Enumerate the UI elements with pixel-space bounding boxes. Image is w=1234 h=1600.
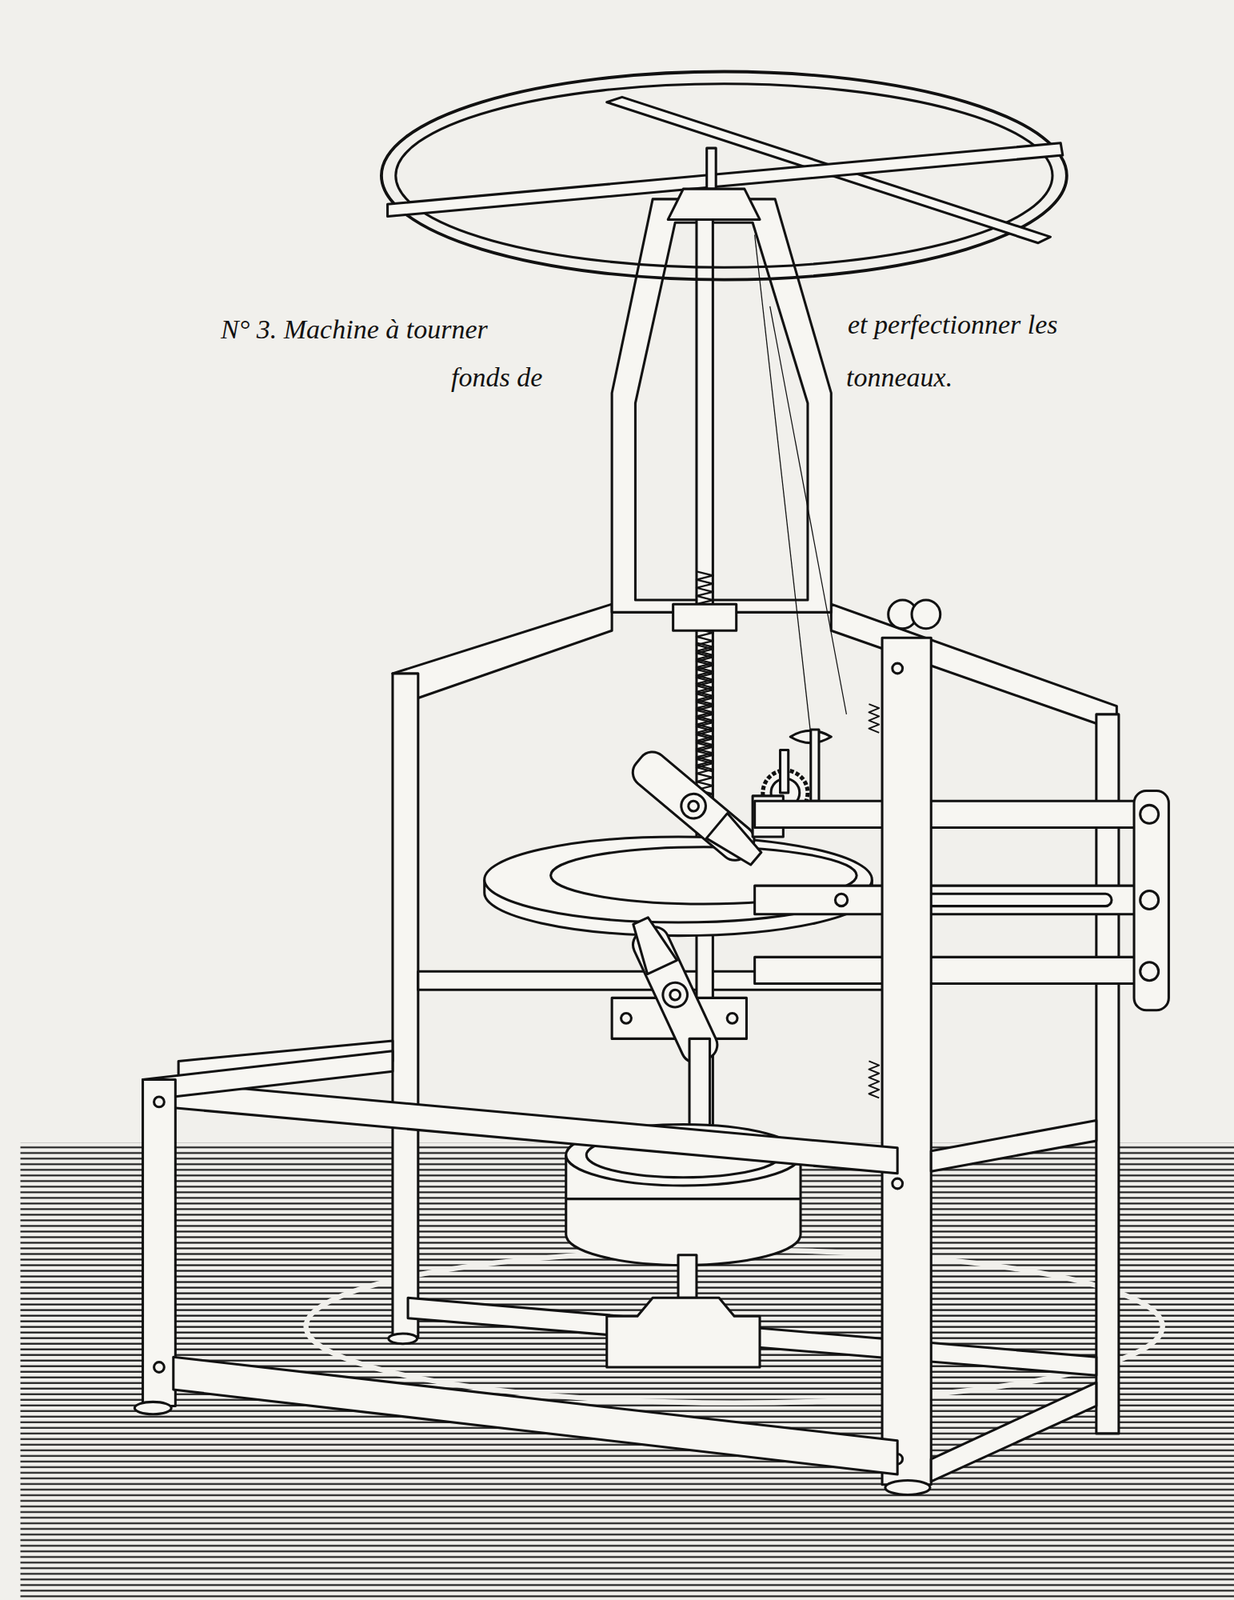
machine-part	[810, 729, 819, 801]
machine-part	[706, 147, 716, 189]
machine-part	[173, 1356, 898, 1474]
machine-part	[676, 788, 711, 823]
machine-part	[834, 893, 847, 906]
machine-part	[667, 188, 760, 220]
machine-part	[1140, 962, 1159, 981]
machine-part	[930, 1119, 1097, 1171]
machine-part	[726, 1013, 738, 1024]
machine-part	[154, 1361, 165, 1373]
machine-part	[381, 71, 1067, 280]
machine-part	[930, 1381, 1097, 1482]
machine-part	[868, 1060, 879, 1098]
machine-part	[754, 800, 1163, 827]
machine-part	[885, 1480, 931, 1495]
machine-part	[918, 893, 1112, 906]
machine-part	[673, 603, 737, 631]
machine-part	[143, 1050, 393, 1097]
machine-part	[392, 673, 419, 1337]
machine-part	[143, 1078, 899, 1173]
machine-part	[392, 603, 612, 698]
title-fragment: fonds de	[447, 361, 546, 393]
title-fragment: tonneaux.	[842, 361, 956, 393]
machine-part	[1134, 790, 1169, 1011]
machine-part	[388, 1333, 418, 1344]
machine-part	[621, 1013, 632, 1024]
machine-part	[607, 1297, 760, 1367]
machine-part	[911, 599, 941, 629]
machine-part	[868, 703, 879, 733]
machine-part	[143, 1078, 176, 1406]
machine-part	[626, 746, 768, 873]
machine-part	[20, 71, 1234, 1600]
machine-part	[566, 1197, 801, 1200]
machine-part	[1140, 804, 1159, 823]
machine-part	[1140, 890, 1159, 909]
machine-part	[154, 1096, 165, 1107]
machine-part	[754, 956, 1163, 983]
machine-part	[892, 662, 903, 674]
machine-part	[754, 235, 811, 735]
machine-part	[611, 199, 831, 612]
machine-part	[134, 1401, 172, 1414]
machine-part	[892, 1178, 903, 1189]
title-fragment: N° 3. Machine à tourner	[217, 313, 492, 345]
machine-part	[780, 750, 789, 794]
machine-part	[686, 798, 701, 814]
machine-part	[830, 603, 1117, 731]
machine-part	[658, 978, 692, 1011]
machine-part	[754, 885, 1163, 915]
machine-part	[626, 913, 678, 974]
title-fragment: et perfectionner les	[844, 308, 1061, 340]
machine-part	[770, 306, 847, 715]
machine-part	[306, 1249, 1163, 1402]
machine-part	[882, 637, 931, 1484]
machine-part	[668, 987, 683, 1002]
machine-part	[407, 1297, 1097, 1375]
machine-part	[20, 1142, 1234, 1599]
machine-part	[678, 1254, 697, 1298]
